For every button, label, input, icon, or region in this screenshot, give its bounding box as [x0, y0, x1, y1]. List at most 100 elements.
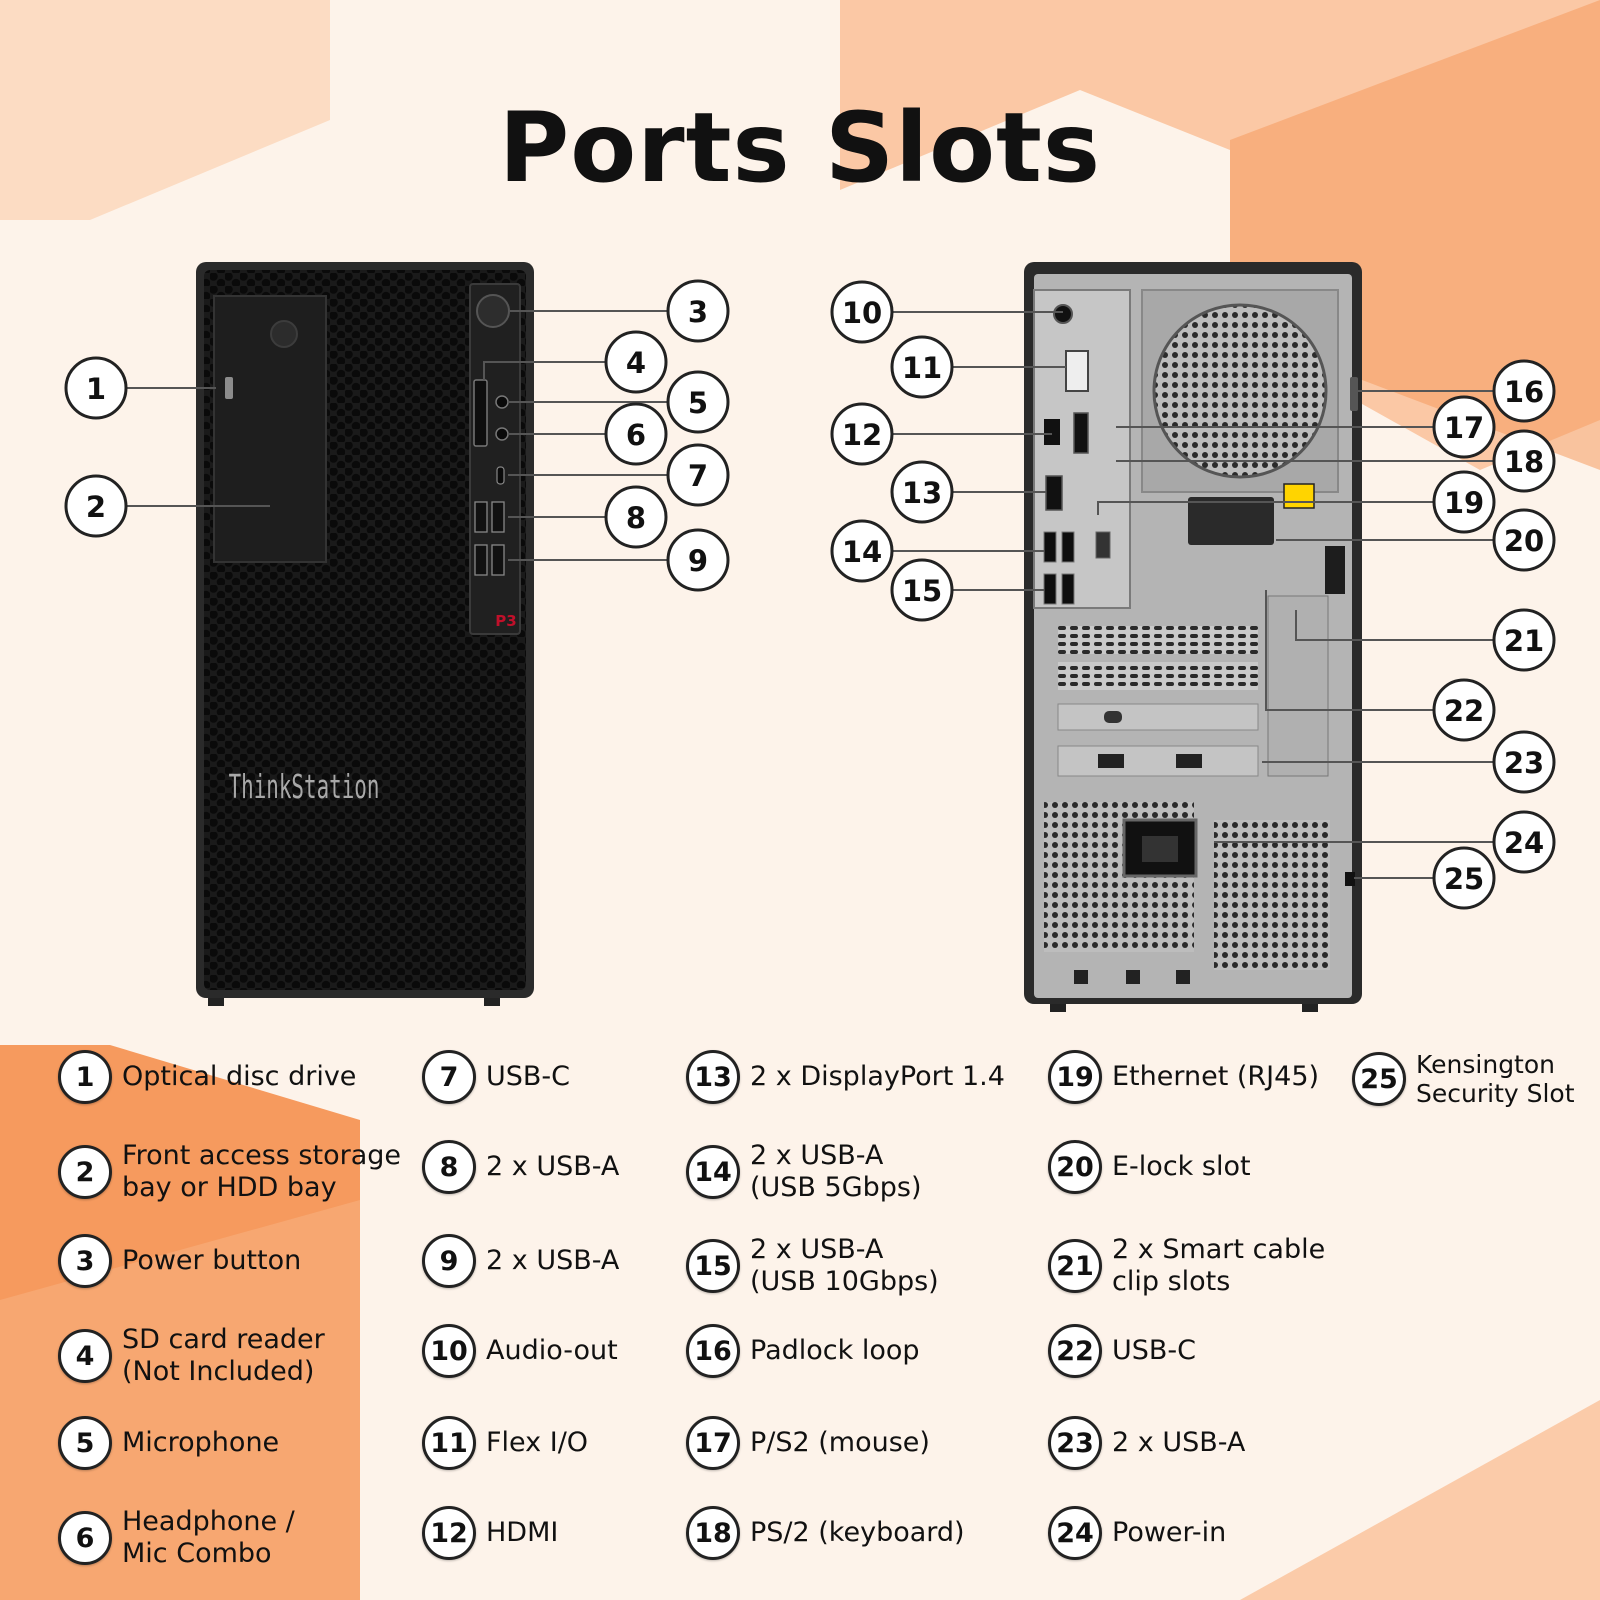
callout-circle: [830, 402, 894, 466]
callout-number: 16: [1504, 375, 1544, 409]
callout-number: 9: [688, 544, 708, 578]
callout-15: 15: [890, 558, 954, 622]
legend-number-badge: 19: [1048, 1050, 1102, 1104]
callout-number: 25: [1444, 862, 1484, 896]
callout-24: 24: [1492, 810, 1556, 874]
legend-label: P/S2 (mouse): [750, 1427, 930, 1458]
callout-number: 23: [1504, 746, 1544, 780]
legend-number-badge: 3: [58, 1234, 112, 1288]
legend-item-23: 23 2 x USB-A: [1048, 1416, 1245, 1470]
callout-circle: [1432, 846, 1496, 910]
leader-lines: [126, 310, 1494, 879]
legend-number-badge: 7: [422, 1050, 476, 1104]
legend-label: Front access storage bay or HDD bay: [122, 1140, 402, 1203]
callout-number: 4: [626, 346, 646, 380]
callout-circle: [604, 330, 668, 394]
legend-number-badge: 1: [58, 1050, 112, 1104]
callout-19: 19: [1432, 470, 1496, 534]
legend-label: Optical disc drive: [122, 1061, 357, 1092]
legend-label: USB-C: [1112, 1335, 1197, 1366]
callout-number: 21: [1504, 624, 1544, 658]
legend-number-badge: 5: [58, 1416, 112, 1470]
callout-13: 13: [890, 460, 954, 524]
callout-circle: [604, 402, 668, 466]
callout-25: 25: [1432, 846, 1496, 910]
legend-number-badge: 23: [1048, 1416, 1102, 1470]
legend-label: Flex I/O: [486, 1427, 589, 1458]
brand-logo: ThinkStation: [229, 767, 380, 807]
callout-circle: [666, 443, 730, 507]
legend-number-badge: 9: [422, 1234, 476, 1288]
callout-circle: [64, 474, 128, 538]
legend-label: Padlock loop: [750, 1335, 920, 1366]
callout-number: 1: [86, 372, 106, 406]
legend-number-badge: 11: [422, 1416, 476, 1470]
callout-5: 5: [666, 370, 730, 434]
callout-number: 3: [688, 295, 708, 329]
callout-number: 20: [1504, 524, 1544, 558]
callout-number: 7: [688, 459, 708, 493]
callout-7: 7: [666, 443, 730, 507]
callout-12: 12: [830, 402, 894, 466]
callout-6: 6: [604, 402, 668, 466]
legend-label: 2 x USB-A: [1112, 1427, 1246, 1458]
legend-number-badge: 2: [58, 1145, 112, 1199]
callout-3: 3: [666, 279, 730, 343]
legend-number-badge: 25: [1352, 1052, 1406, 1106]
legend-label: Power-in: [1112, 1517, 1227, 1548]
callout-4: 4: [604, 330, 668, 394]
callout-23: 23: [1492, 730, 1556, 794]
legend-label: 2 x Smart cable clip slots: [1112, 1234, 1326, 1297]
callout-circle: [666, 528, 730, 592]
legend-item-5: 5 Microphone: [58, 1416, 279, 1470]
callout-circle: [1492, 429, 1556, 493]
legend-number-badge: 15: [686, 1239, 740, 1293]
callout-8: 8: [604, 485, 668, 549]
legend-label: 2 x USB-A (USB 5Gbps): [750, 1140, 922, 1203]
legend-label: 2 x DisplayPort 1.4: [750, 1061, 1005, 1092]
callout-20: 20: [1492, 508, 1556, 572]
legend-number-badge: 4: [58, 1329, 112, 1383]
legend-label: Microphone: [122, 1427, 280, 1458]
callout-circle: [1492, 810, 1556, 874]
legend-item-1: 1 Optical disc drive: [58, 1050, 356, 1104]
callout-18: 18: [1492, 429, 1556, 493]
legend-number-badge: 22: [1048, 1324, 1102, 1378]
callout-10: 10: [830, 280, 894, 344]
callout-1: 1: [64, 356, 128, 420]
callout-number: 22: [1444, 694, 1484, 728]
legend-label: USB-C: [486, 1061, 571, 1092]
legend-label: Headphone / Mic Combo: [122, 1506, 295, 1569]
legend-label: PS/2 (keyboard): [750, 1517, 965, 1548]
legend-item-24: 24 Power-in: [1048, 1506, 1226, 1560]
callout-circle: [830, 519, 894, 583]
callout-circle: [1492, 359, 1556, 423]
callout-circle: [1432, 395, 1496, 459]
legend-number-badge: 8: [422, 1140, 476, 1194]
legend-item-22: 22 USB-C: [1048, 1324, 1196, 1378]
callout-circle: [604, 485, 668, 549]
ports-diagram: P3 ThinkStation: [64, 262, 1556, 1012]
callout-circle: [1432, 470, 1496, 534]
legend-number-badge: 24: [1048, 1506, 1102, 1560]
page-title: Ports Slots: [498, 92, 1102, 204]
callout-number: 19: [1444, 486, 1484, 520]
callout-badges: 1234567891011121314151617181920212223242…: [64, 279, 1556, 910]
legend-label: 2 x USB-A: [486, 1151, 620, 1182]
front-model-badge: P3: [495, 612, 516, 630]
callout-circle: [890, 460, 954, 524]
callout-22: 22: [1432, 678, 1496, 742]
callout-14: 14: [830, 519, 894, 583]
legend-label: HDMI: [486, 1517, 559, 1548]
legend-label: Audio-out: [486, 1335, 618, 1366]
